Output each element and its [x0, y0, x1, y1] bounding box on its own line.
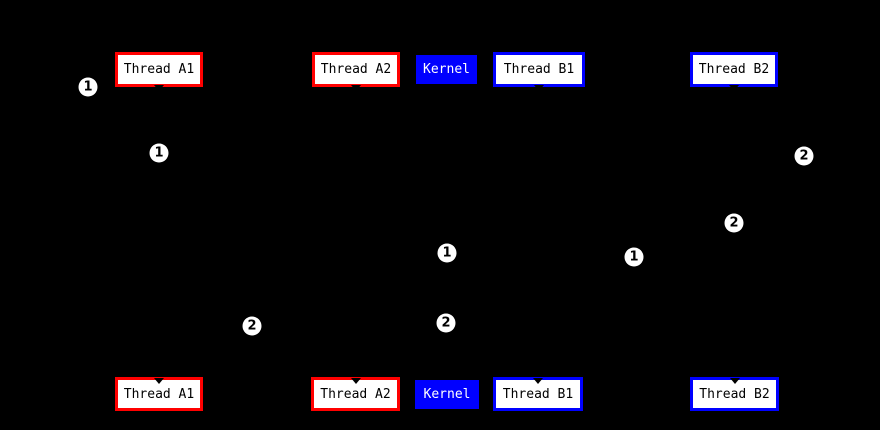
step-marker-1: 1 — [437, 243, 457, 263]
node-label: Thread B2 — [698, 62, 770, 77]
node-thread-a1-bottom: Thread A1 — [115, 377, 203, 411]
step-marker-1: 1 — [624, 247, 644, 267]
node-label: Kernel — [423, 387, 471, 402]
node-label: Thread B1 — [503, 62, 575, 77]
lifeline-notch — [351, 85, 361, 91]
step-marker-2: 2 — [436, 313, 456, 333]
node-thread-a1-top: Thread A1 — [115, 52, 203, 91]
step-marker-2: 2 — [242, 316, 262, 336]
node-label: Thread A1 — [123, 386, 195, 402]
node-label: Thread A2 — [320, 62, 392, 77]
node-kernel-bottom: Kernel — [415, 380, 479, 409]
node-kernel-top: Kernel — [416, 55, 477, 84]
node-label: Kernel — [423, 62, 470, 77]
node-label: Thread B1 — [502, 386, 574, 402]
node-label: Thread A2 — [320, 386, 391, 402]
lifeline-notch — [154, 85, 164, 91]
node-thread-b2-top: Thread B2 — [690, 52, 778, 91]
step-marker-2: 2 — [724, 213, 744, 233]
step-marker-2: 2 — [794, 146, 814, 166]
node-thread-b2-bottom: Thread B2 — [690, 377, 779, 411]
node-label: Thread B2 — [699, 386, 770, 402]
lifeline-notch — [533, 378, 543, 384]
lifeline-notch — [729, 85, 739, 91]
lifeline-notch — [729, 378, 740, 384]
lifeline-notch — [350, 378, 361, 384]
node-thread-a2-top: Thread A2 — [312, 52, 400, 91]
node-thread-b1-top: Thread B1 — [493, 52, 585, 91]
node-thread-b1-bottom: Thread B1 — [493, 377, 583, 411]
lifeline-notch — [534, 85, 544, 91]
step-marker-1: 1 — [78, 77, 98, 97]
node-thread-a2-bottom: Thread A2 — [311, 377, 400, 411]
lifeline-notch — [154, 378, 164, 384]
node-label: Thread A1 — [123, 62, 195, 77]
step-marker-1: 1 — [149, 143, 169, 163]
